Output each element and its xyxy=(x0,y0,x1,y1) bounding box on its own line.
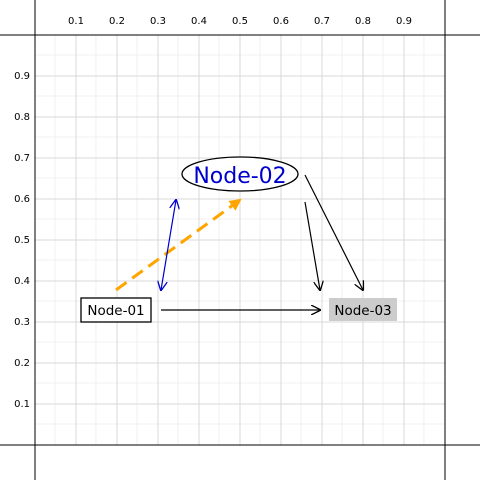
edge-node02-to-node03-a xyxy=(304,201,320,290)
y-tick-label: 0.4 xyxy=(14,276,30,287)
y-tick-labels: 0.9 0.8 0.7 0.6 0.5 0.4 0.3 0.2 0.1 xyxy=(14,71,30,410)
x-tick-label: 0.8 xyxy=(355,16,371,27)
node-01[interactable]: Node-01 xyxy=(80,297,152,323)
node-01-box xyxy=(80,297,152,323)
node-03-label: Node-03 xyxy=(334,303,391,319)
x-tick-label: 0.5 xyxy=(232,16,248,27)
node-01-label: Node-01 xyxy=(87,303,144,319)
node-02[interactable]: Node-02 xyxy=(181,156,299,192)
edge-node01-node02-double-arrow xyxy=(161,200,176,290)
node-02-label: Node-02 xyxy=(193,164,286,189)
x-tick-label: 0.7 xyxy=(314,16,330,27)
x-tick-label: 0.3 xyxy=(150,16,166,27)
node-02-ellipse xyxy=(181,156,299,192)
y-tick-label: 0.2 xyxy=(14,358,30,369)
y-tick-label: 0.5 xyxy=(14,235,30,246)
x-tick-label: 0.6 xyxy=(273,16,289,27)
edge-node01-to-node02-dashed xyxy=(115,198,242,292)
y-tick-label: 0.7 xyxy=(14,153,30,164)
node-03-box xyxy=(329,298,397,321)
y-tick-label: 0.1 xyxy=(14,399,30,410)
x-tick-labels: 0.1 0.2 0.3 0.4 0.5 0.6 0.7 0.8 0.9 xyxy=(68,16,412,27)
y-tick-label: 0.3 xyxy=(14,317,30,328)
node-03[interactable]: Node-03 xyxy=(329,298,397,321)
major-grid xyxy=(35,35,445,445)
y-tick-label: 0.6 xyxy=(14,194,30,205)
x-tick-label: 0.1 xyxy=(68,16,84,27)
x-tick-label: 0.2 xyxy=(109,16,125,27)
y-tick-label: 0.9 xyxy=(14,71,30,82)
edge-node02-to-node03-b xyxy=(304,174,363,290)
y-tick-label: 0.8 xyxy=(14,112,30,123)
x-tick-label: 0.9 xyxy=(396,16,412,27)
x-tick-label: 0.4 xyxy=(191,16,207,27)
